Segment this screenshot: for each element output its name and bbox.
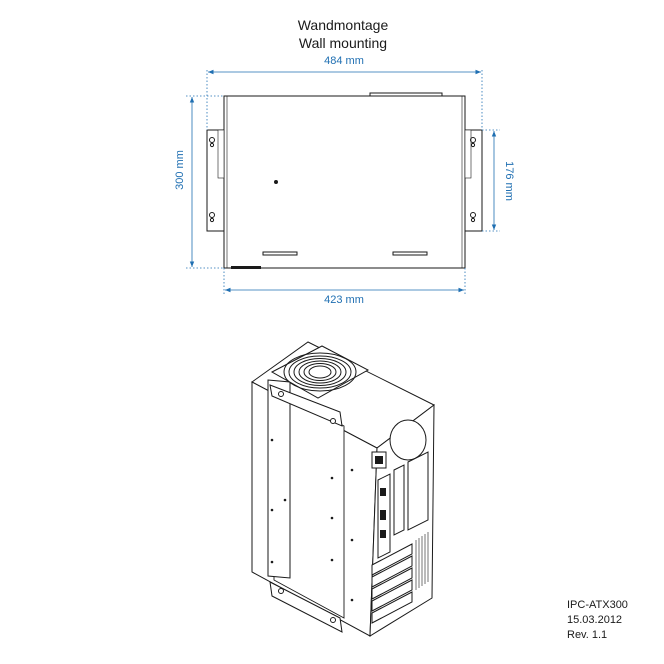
keyhole-icon bbox=[209, 137, 215, 223]
isometric-view bbox=[251, 341, 435, 637]
expansion-slots bbox=[371, 543, 413, 624]
dim-left-label: 300 mm bbox=[174, 150, 186, 190]
dim-right-label: 176 mm bbox=[503, 161, 515, 201]
foot-slot bbox=[392, 251, 428, 256]
rear-fan-icon bbox=[389, 419, 427, 461]
fan-icon bbox=[283, 352, 357, 392]
vent-grille bbox=[415, 532, 429, 590]
front-view bbox=[206, 92, 483, 269]
dim-bottom-label: 423 mm bbox=[324, 294, 364, 306]
title-english: Wall mounting bbox=[298, 35, 388, 51]
keyhole-icon bbox=[470, 137, 476, 223]
dimension-lines bbox=[186, 69, 500, 296]
case-body bbox=[223, 95, 466, 269]
model-name: IPC-ATX300 bbox=[567, 599, 628, 611]
title-german: Wandmontage bbox=[297, 17, 389, 33]
revision: Rev. 1.1 bbox=[567, 629, 608, 641]
dim-top-label: 484 mm bbox=[324, 55, 364, 67]
drawing-date: 15.03.2012 bbox=[567, 614, 623, 626]
foot-slot bbox=[262, 251, 298, 256]
screw-icon bbox=[274, 180, 278, 184]
